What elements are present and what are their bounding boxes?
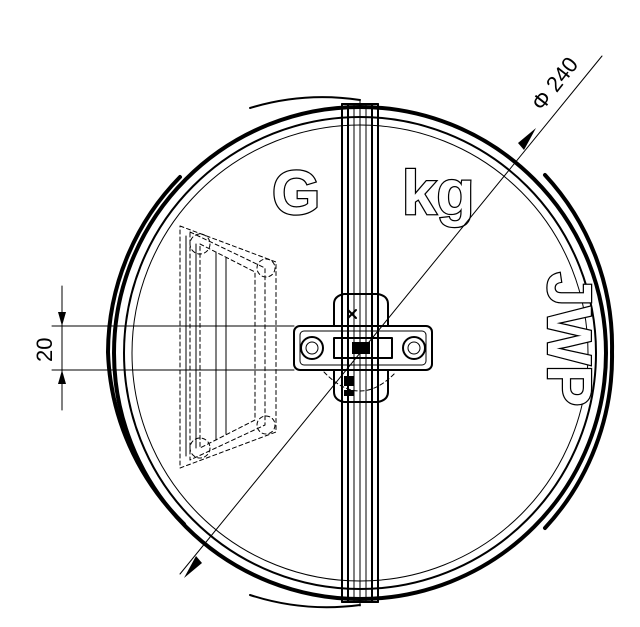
mark-kg: kg bbox=[402, 159, 474, 228]
handle-recess bbox=[179, 225, 277, 469]
hinge-dimension: 20 bbox=[32, 285, 295, 411]
hinge-width-label: 20 bbox=[32, 338, 57, 362]
embossed-marks: G kg JWP bbox=[271, 158, 605, 408]
diameter-label: Φ 240 bbox=[526, 52, 583, 115]
hinge-lock-plate bbox=[293, 293, 433, 403]
logo-jwp: JWP bbox=[534, 272, 603, 406]
rim-segment-arcs bbox=[106, 96, 615, 609]
mark-g: G bbox=[272, 159, 320, 228]
